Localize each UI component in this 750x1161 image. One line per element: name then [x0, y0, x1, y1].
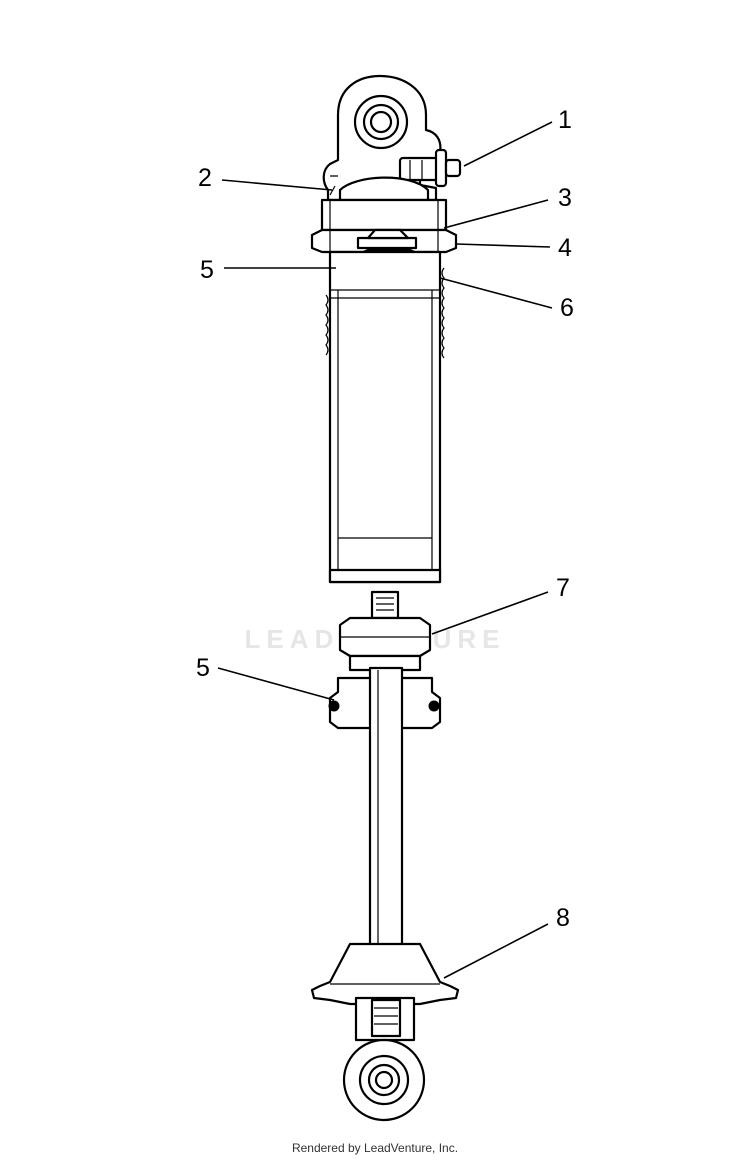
footer-credit: Rendered by LeadVenture, Inc. — [291, 1141, 459, 1155]
callout-7: 7 — [556, 574, 570, 602]
callout-5b: 5 — [196, 654, 210, 682]
callout-labels: 1 2 3 4 5 6 7 5 8 — [196, 106, 574, 932]
callout-1: 1 — [558, 106, 572, 134]
leader-lines — [217, 121, 553, 979]
leader-2 — [221, 179, 333, 191]
leader-8 — [443, 923, 549, 979]
callout-6: 6 — [560, 294, 574, 322]
leader-6 — [439, 277, 553, 309]
callout-5a: 5 — [200, 256, 214, 284]
callout-4: 4 — [558, 234, 572, 262]
spring-retainer — [310, 942, 460, 1006]
leader-7 — [431, 591, 549, 635]
bottom-mount-eyelet — [342, 996, 426, 1122]
leader-1 — [463, 121, 553, 167]
callout-3: 3 — [558, 184, 572, 212]
main-body-tube — [325, 250, 445, 584]
reservoir-cap — [338, 176, 430, 202]
leader-4 — [455, 243, 551, 248]
piston-nut — [338, 590, 432, 672]
upper-body-flange — [310, 198, 458, 254]
leader-3 — [443, 199, 549, 229]
leader-5b — [217, 667, 335, 701]
callout-8: 8 — [556, 904, 570, 932]
callout-2: 2 — [198, 164, 212, 192]
piston-rod — [368, 666, 404, 992]
air-valve — [398, 148, 462, 188]
